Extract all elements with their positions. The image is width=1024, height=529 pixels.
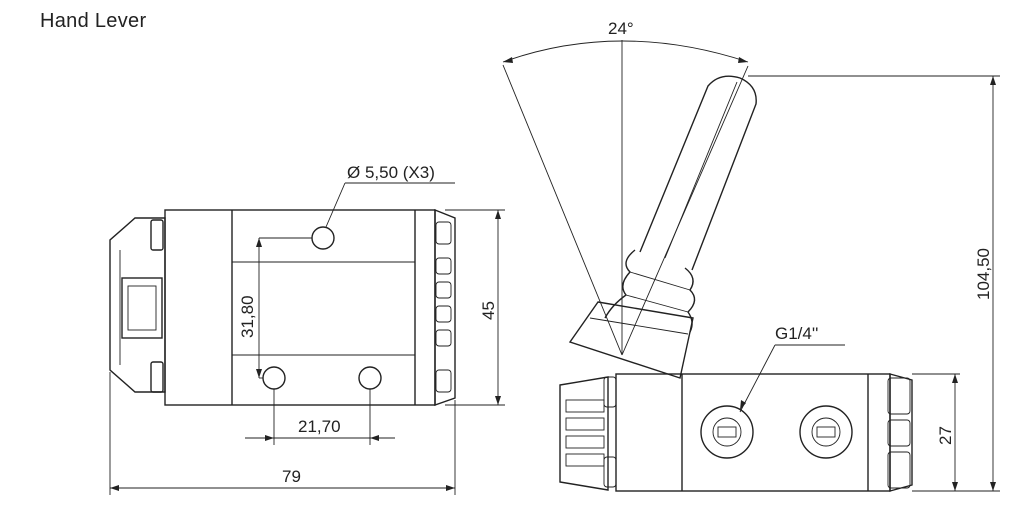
mount-hole	[262, 366, 286, 390]
port-circle	[799, 405, 853, 459]
angle-label: 24°	[608, 19, 634, 38]
port-circle	[700, 405, 754, 459]
height-45-label: 45	[479, 301, 498, 320]
mount-hole	[311, 226, 335, 250]
hole-horizontal-spacing-label: 21,70	[298, 417, 341, 436]
total-height-label: 104,50	[974, 248, 993, 300]
top-view	[109, 182, 505, 495]
port-size-label: G1/4''	[775, 324, 818, 343]
drawing-title: Hand Lever	[40, 10, 147, 32]
mount-hole	[358, 366, 382, 390]
side-view	[502, 40, 1000, 492]
width-79-label: 79	[282, 467, 301, 486]
hole-diameter-label: Ø 5,50 (X3)	[347, 163, 435, 182]
hole-vertical-spacing-label: 31,80	[238, 295, 257, 338]
right-cap-ribs	[435, 221, 452, 393]
body-height-label: 27	[936, 426, 955, 445]
